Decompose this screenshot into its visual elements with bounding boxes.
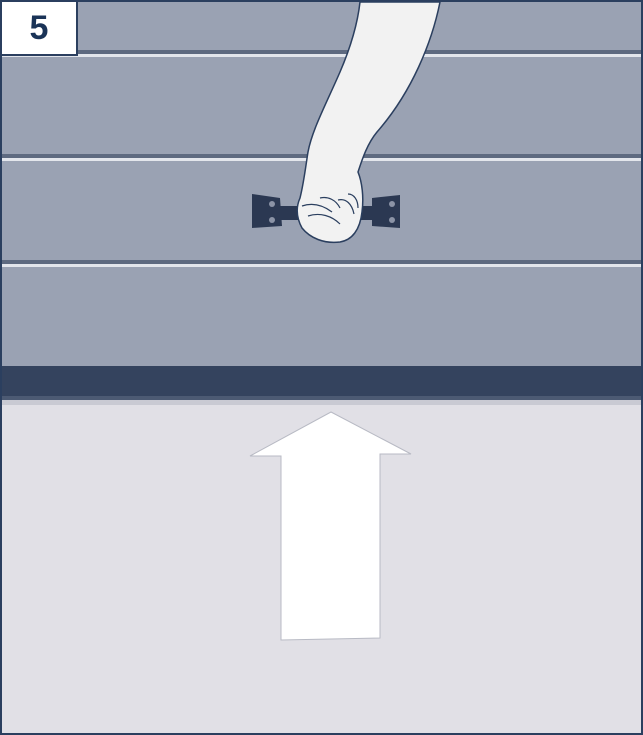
door-groove-1 [2,50,643,54]
step-badge: 5 [2,2,78,56]
door-bottom-shadow [2,400,643,405]
door-panel-1 [2,2,643,52]
door-bottom-seal [2,366,643,396]
door-bottom-seal-edge [2,396,643,400]
door-groove-highlight-1 [2,54,643,57]
step-number: 5 [30,9,49,48]
door-panel-4 [2,267,643,366]
door-groove-highlight-3 [2,264,643,267]
door-groove-3 [2,260,643,264]
